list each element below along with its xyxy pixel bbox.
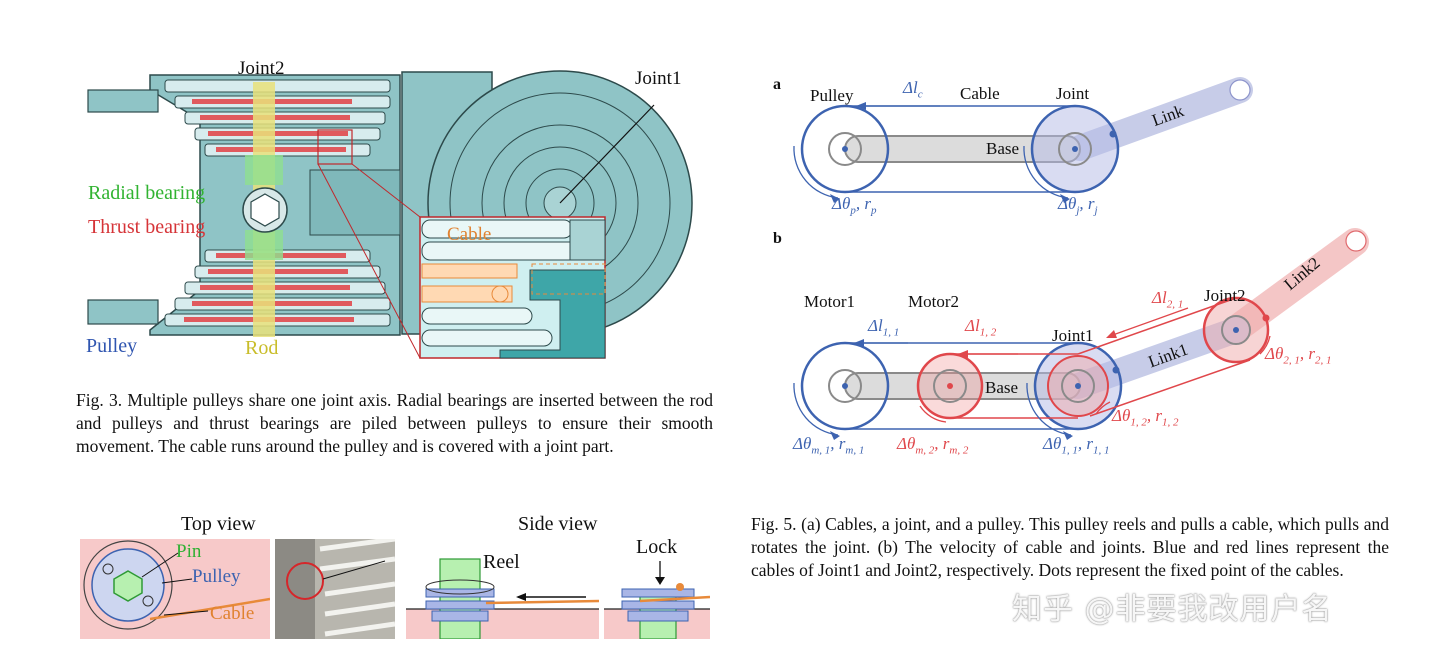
label-joint-a: Joint — [1056, 84, 1090, 103]
label-side-view: Side view — [518, 513, 598, 535]
fig5-caption: Fig. 5. (a) Cables, a joint, and a pulle… — [751, 514, 1389, 580]
zoom-box — [317, 129, 353, 165]
fig5b-diagram: b Motor1 Motor2 Joint1 Joint2 Link1 Link… — [760, 226, 1380, 466]
joint1-leader — [559, 104, 655, 204]
label-reel: Reel — [483, 551, 520, 573]
label-base-b: Base — [985, 378, 1019, 397]
fig3-caption: Fig. 3. Multiple pulleys share one joint… — [76, 390, 713, 456]
plates-top — [164, 79, 391, 157]
fig3-svg — [87, 70, 693, 359]
label-base-a: Base — [986, 139, 1020, 158]
label-lock: Lock — [636, 539, 678, 558]
label-theta-m2: Δθm, 2, rm, 2 — [897, 434, 969, 457]
pulley-arm-bottom — [87, 299, 159, 325]
label-pulley-top: Pulley — [192, 566, 241, 587]
fig5a-tag: a — [773, 76, 781, 93]
label-radial-bearing: Radial bearing — [88, 182, 206, 204]
label-theta-m1: Δθm, 1, rm, 1 — [793, 434, 865, 457]
label-cable-a: Cable — [960, 84, 1000, 103]
label-pulley: Pulley — [86, 335, 138, 357]
label-motor1: Motor1 — [804, 292, 855, 311]
label-joint2: Joint2 — [238, 58, 285, 79]
lock-dot — [676, 583, 684, 591]
fig3-drawing: Joint2 Joint1 Radial bearing Thrust bear… — [80, 58, 700, 365]
watermark: 知乎 @非要我改用户名 — [1012, 592, 1333, 627]
label-theta-11: Δθ1, 1, r1, 1 — [1043, 434, 1110, 457]
label-pin: Pin — [176, 541, 202, 562]
fig5b-tag: b — [773, 230, 782, 247]
label-cable: Cable — [447, 224, 492, 245]
radial-bearing-top — [245, 155, 283, 185]
reel-pin — [439, 558, 481, 639]
radial-bearing-bottom — [245, 230, 283, 260]
label-thrust-bearing: Thrust bearing — [88, 216, 206, 238]
label-theta-21: Δθ2, 1, r2, 1 — [1265, 344, 1332, 367]
photo-pulley-stack — [275, 539, 395, 639]
label-theta-p: Δθp, rp — [832, 194, 877, 217]
label-motor2: Motor2 — [908, 292, 959, 311]
photo-highlight — [286, 562, 324, 600]
label-rod: Rod — [245, 337, 279, 359]
side-view-reel: Reel — [406, 539, 599, 639]
fig5a-diagram: a Pulley Cable Joint Link Base Δlc Δθp, … — [760, 66, 1280, 226]
label-dl11: Δl1, 1 — [868, 316, 900, 339]
label-theta-12: Δθ1, 2, r1, 2 — [1112, 406, 1179, 429]
hex-pin — [113, 570, 143, 602]
label-top-view: Top view — [181, 513, 256, 535]
label-joint1: Joint1 — [635, 68, 682, 89]
side-view-lock: Lock — [604, 539, 710, 639]
label-dl-c: Δlc — [903, 78, 923, 101]
label-joint2-b: Joint2 — [1204, 286, 1246, 305]
label-dl12: Δl1, 2 — [965, 316, 997, 339]
label-cable-top: Cable — [210, 603, 255, 624]
label-joint1-b: Joint1 — [1052, 326, 1094, 345]
pulley-arm-top — [87, 89, 159, 113]
cable-line — [149, 597, 270, 621]
plates-bottom — [164, 249, 391, 327]
label-theta-j: Δθj, rj — [1058, 194, 1098, 217]
label-pulley-a: Pulley — [810, 86, 854, 105]
top-view-diagram: Pin Pulley Cable — [80, 539, 270, 639]
label-dl21: Δl2, 1 — [1152, 288, 1184, 311]
